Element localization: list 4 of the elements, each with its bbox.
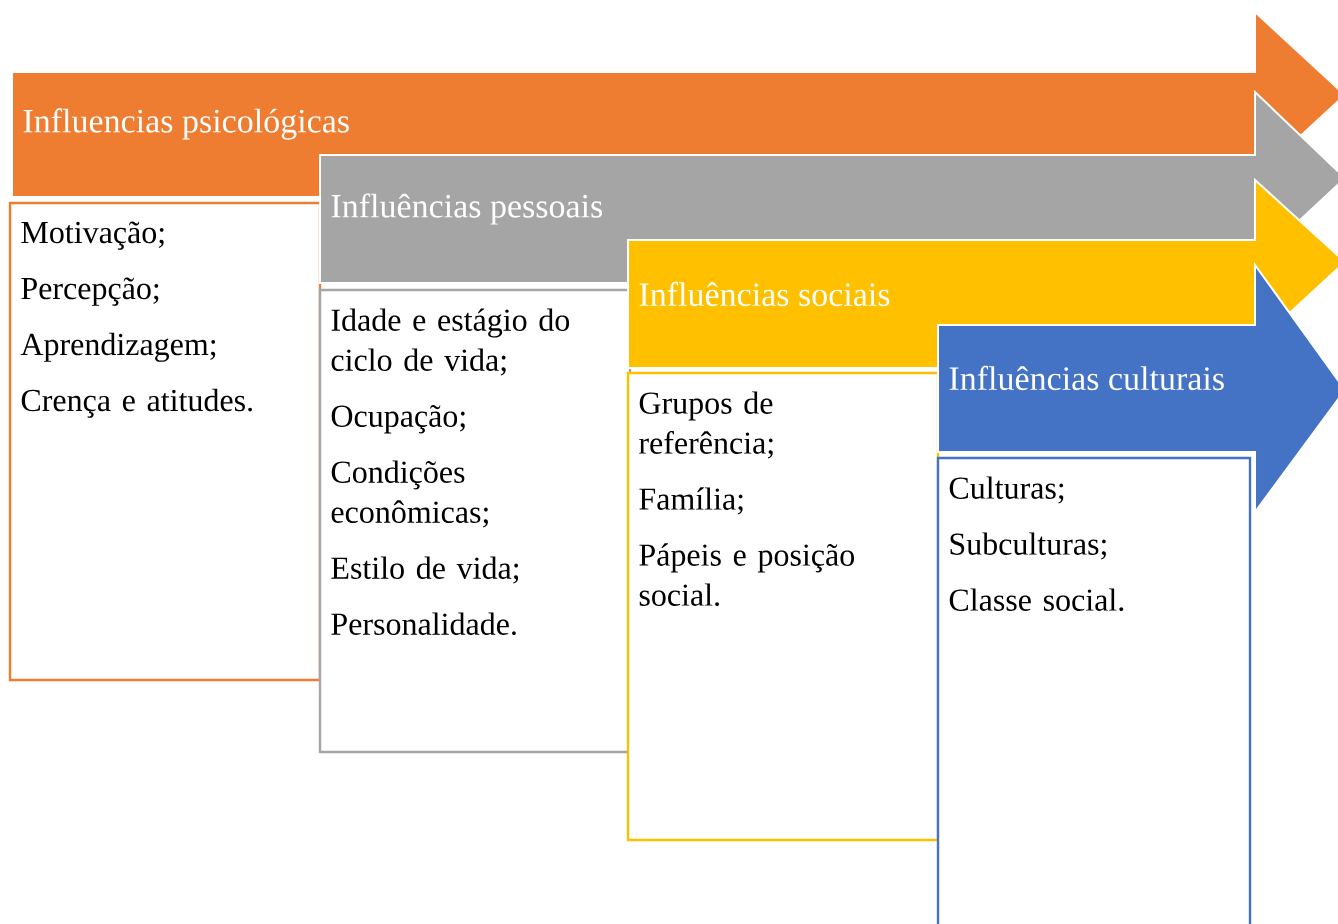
list-box: Idade e estágio do ciclo de vida; Ocupação; Condições econômicas; Estilo de vida; Personalidade.	[318, 288, 632, 754]
list-box: Grupos de referência; Família; Pápeis e posição social.	[626, 371, 940, 842]
list-box: Motivação; Percepção; Aprendizagem; Crença e atitudes.	[8, 201, 322, 682]
list-box: Culturas; Subculturas; Classe social.	[936, 456, 1252, 924]
